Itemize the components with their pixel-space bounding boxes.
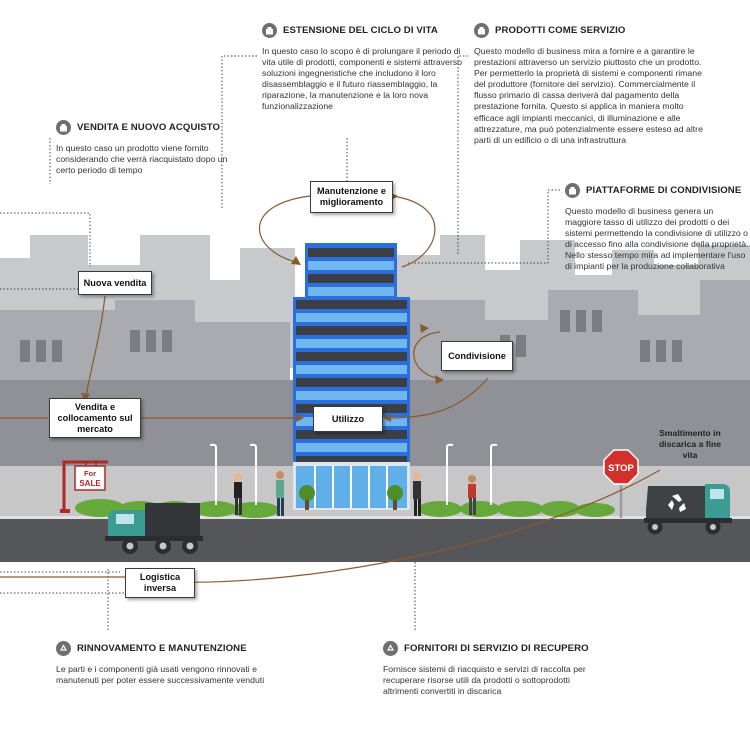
road-edge xyxy=(0,516,750,519)
recycle-symbol-icon xyxy=(668,494,686,512)
label-vendita-mercato: Vendita e collocamento sul mercato xyxy=(49,398,141,438)
stop-label: STOP xyxy=(608,463,634,474)
flow-arrows xyxy=(0,195,661,583)
label-nuova-vendita: Nuova vendita xyxy=(78,271,152,295)
window-band-dark xyxy=(296,430,407,439)
delivery-truck xyxy=(105,503,203,554)
window-band-light xyxy=(308,287,394,296)
window-band-dark xyxy=(296,326,407,335)
main-building xyxy=(293,243,410,510)
section-ciclo-vita: ESTENSIONE DEL CICLO DI VITA In questo c… xyxy=(262,23,467,113)
building-icon xyxy=(474,23,489,38)
pedestrian-2 xyxy=(276,471,284,516)
section-body: Questo modello di business genera un mag… xyxy=(565,206,749,272)
section-rinnovamento: RINNOVAMENTO E MANUTENZIONE Le parti e i… xyxy=(56,641,266,686)
building-icon xyxy=(56,120,71,135)
window-band-light xyxy=(296,365,407,374)
building-icon xyxy=(262,23,277,38)
label-logistica: Logistica inversa xyxy=(125,568,195,598)
window-band-light xyxy=(296,443,407,452)
pedestrian-3 xyxy=(413,472,421,516)
recycle-icon xyxy=(56,641,71,656)
window-band-dark xyxy=(308,274,394,283)
label-condivisione: Condivisione xyxy=(441,341,513,371)
building-icon xyxy=(565,183,580,198)
pedestrians xyxy=(234,471,476,516)
section-title: PRODOTTI COME SERVIZIO xyxy=(495,25,626,36)
garbage-truck xyxy=(644,484,732,535)
label-manutenzione: Manutenzione e miglioramento xyxy=(310,181,393,213)
section-title: FORNITORI DI SERVIZIO DI RECUPERO xyxy=(404,643,589,654)
window-band-light xyxy=(296,313,407,322)
label-smaltimento: Smaltimento in discarica a fine vita xyxy=(658,428,722,460)
section-body: Questo modello di business mira a fornir… xyxy=(474,46,703,145)
dotted-leaders xyxy=(0,55,560,632)
section-body: In questo caso lo scopo è di prolungare … xyxy=(262,46,462,112)
window-band-light xyxy=(296,339,407,348)
pedestrian-4 xyxy=(468,475,476,515)
street-lamps xyxy=(209,443,498,505)
for-sale-top: For xyxy=(84,469,96,478)
pedestrian-1 xyxy=(234,473,242,515)
window-band-dark xyxy=(296,378,407,387)
window-band-dark xyxy=(308,248,394,257)
recycle-icon xyxy=(383,641,398,656)
stop-sign: STOP xyxy=(603,449,639,518)
section-piattaforme: PIATTAFORME DI CONDIVISIONE Questo model… xyxy=(565,183,750,273)
section-title: RINNOVAMENTO E MANUTENZIONE xyxy=(77,643,247,654)
section-title: VENDITA E NUOVO ACQUISTO xyxy=(77,122,221,133)
for-sale-bottom: SALE xyxy=(79,479,101,488)
building-windows xyxy=(296,248,407,465)
for-sale-sign: For SALE xyxy=(60,460,108,513)
section-title: ESTENSIONE DEL CICLO DI VITA xyxy=(283,25,438,36)
section-recupero: FORNITORI DI SERVIZIO DI RECUPERO Fornis… xyxy=(383,641,598,697)
window-band-dark xyxy=(296,456,407,465)
section-prodotti-servizio: PRODOTTI COME SERVIZIO Questo modello di… xyxy=(474,23,714,146)
section-body: In questo caso un prodotto viene fornito… xyxy=(56,143,228,176)
label-utilizzo: Utilizzo xyxy=(313,406,383,432)
facade-windows xyxy=(20,310,682,362)
section-body: Le parti e i componenti già usati vengon… xyxy=(56,664,265,686)
section-title: PIATTAFORME DI CONDIVISIONE xyxy=(586,185,742,196)
window-band-light xyxy=(296,391,407,400)
section-vendita-acquisto: VENDITA E NUOVO ACQUISTO In questo caso … xyxy=(56,120,236,176)
window-band-dark xyxy=(296,352,407,361)
window-band-light xyxy=(308,261,394,270)
window-band-dark xyxy=(296,300,407,309)
section-body: Fornisce sistemi di riacquisto e servizi… xyxy=(383,664,586,697)
